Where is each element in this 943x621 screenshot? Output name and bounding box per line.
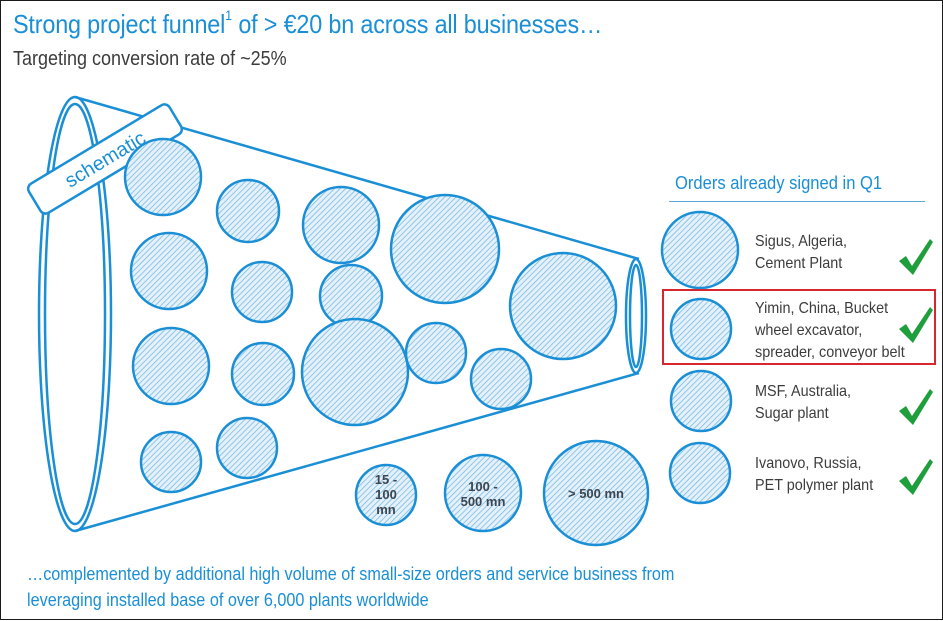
check-icon [899, 239, 933, 275]
legend-label-small: 15 - 100 mn [374, 472, 398, 517]
project-bubble [318, 263, 384, 329]
funnel-mouth-inner [43, 102, 107, 526]
orders-divider [669, 201, 925, 202]
order-bubble [660, 210, 740, 290]
check-icon [899, 389, 933, 425]
check-icon [899, 307, 933, 343]
size-legend [354, 439, 650, 547]
funnel-outlet-outer [624, 257, 648, 375]
project-bubble [230, 341, 296, 407]
funnel-outlet-inner [628, 263, 644, 369]
footer-note: …complemented by additional high volume … [27, 564, 675, 610]
project-bubble [123, 137, 203, 217]
project-bubble [215, 178, 281, 244]
project-bubble [300, 317, 410, 427]
project-bubble [301, 185, 381, 265]
legend-bubble-large [542, 439, 650, 547]
funnel-mouth-outer [37, 95, 113, 533]
order-item-msf: MSF, Australia, Sugar plant [755, 383, 852, 422]
project-bubble [404, 321, 468, 385]
title-footnote-marker: 1 [225, 7, 232, 24]
legend-bubble-medium [443, 453, 523, 533]
orders-title: Orders already signed in Q1 [675, 173, 883, 193]
title-main: Strong project funnel [13, 9, 226, 39]
order-item-ivanovo: Ivanovo, Russia, PET polymer plant [755, 455, 874, 494]
order-bubble [668, 441, 732, 505]
slide-subtitle: Targeting conversion rate of ~25% [13, 48, 287, 70]
project-bubble [508, 251, 618, 361]
project-bubble [139, 430, 203, 494]
legend-label-large: > 500 mn [567, 486, 624, 501]
highlight-box-yimin [662, 289, 936, 365]
order-item-yimin: Yimin, China, Bucket wheel excavator, sp… [755, 300, 905, 361]
funnel-body [37, 95, 648, 533]
project-bubble [215, 416, 279, 480]
title-rest: of > €20 bn across all businesses… [231, 9, 603, 39]
funnel-bottom-edge [74, 371, 640, 533]
slide-title: Strong project funnel1 of > €20 bn acros… [13, 7, 603, 40]
legend-label-medium: 100 - 500 mn [460, 479, 506, 509]
legend-bubble-small [354, 463, 418, 527]
order-bubble [669, 369, 733, 433]
project-bubble [469, 347, 533, 411]
project-bubbles [123, 137, 618, 494]
project-bubble [129, 231, 209, 311]
order-bubbles [660, 210, 740, 505]
check-icon [899, 459, 933, 495]
project-bubble [389, 193, 501, 305]
project-bubble [131, 326, 211, 406]
order-item-sigus: Sigus, Algeria, Cement Plant [755, 233, 848, 272]
project-bubble [230, 260, 294, 324]
order-bubble [669, 297, 733, 361]
